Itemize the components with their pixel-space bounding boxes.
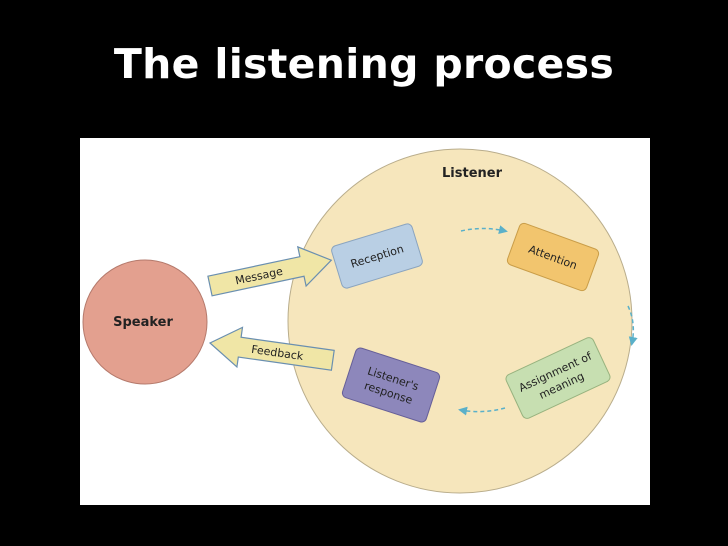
attention-box: Attention	[506, 222, 600, 292]
cycle-arrow-attention-to-assignment	[627, 305, 638, 346]
feedback-arrow: Feedback	[208, 326, 335, 371]
cycle-arrow-reception-to-attention	[460, 225, 508, 235]
slide-title: The listening process	[113, 40, 615, 88]
listener-label: Listener	[442, 166, 503, 181]
reception-box: Reception	[331, 223, 423, 289]
listener-circle	[287, 148, 633, 494]
cycle-arrow-assignment-to-response	[458, 406, 506, 416]
listeners-response-box: Listener's response	[341, 347, 441, 423]
listening-process-diagram: Listener Speaker Message Feedback Recept…	[80, 138, 650, 505]
speaker-label: Speaker	[113, 315, 173, 330]
speaker-circle	[82, 259, 208, 385]
message-arrow: Message	[207, 245, 333, 297]
